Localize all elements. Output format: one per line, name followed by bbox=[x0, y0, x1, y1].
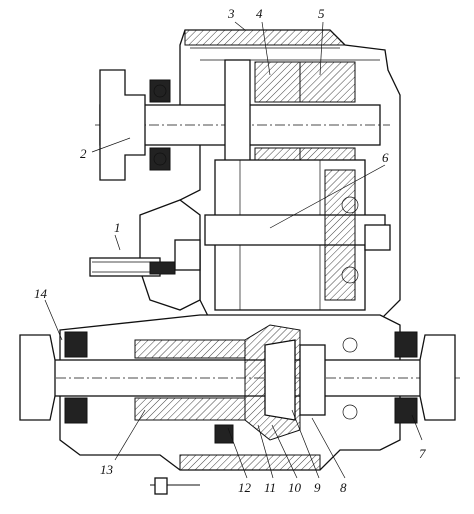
callout-9: 9 bbox=[314, 480, 321, 495]
callout-2: 2 bbox=[80, 146, 87, 161]
callout-14: 14 bbox=[34, 286, 48, 301]
callout-labels: 1 2 3 4 5 6 7 8 9 10 11 12 13 14 bbox=[34, 6, 426, 495]
callout-10: 10 bbox=[288, 480, 302, 495]
callout-6: 6 bbox=[382, 150, 389, 165]
callout-7: 7 bbox=[419, 446, 426, 461]
callout-8: 8 bbox=[340, 480, 347, 495]
differential bbox=[134, 324, 358, 444]
callout-5: 5 bbox=[318, 6, 325, 21]
lower-shaft bbox=[19, 331, 460, 424]
leader-lines bbox=[44, 21, 423, 479]
callout-3: 3 bbox=[227, 6, 235, 21]
callout-13: 13 bbox=[100, 462, 114, 477]
callout-4: 4 bbox=[256, 6, 263, 21]
callout-11: 11 bbox=[264, 480, 276, 495]
intermediate-shaft bbox=[204, 159, 391, 311]
speedometer-drive bbox=[89, 199, 201, 311]
callout-1: 1 bbox=[114, 220, 121, 235]
callout-12: 12 bbox=[238, 480, 252, 495]
